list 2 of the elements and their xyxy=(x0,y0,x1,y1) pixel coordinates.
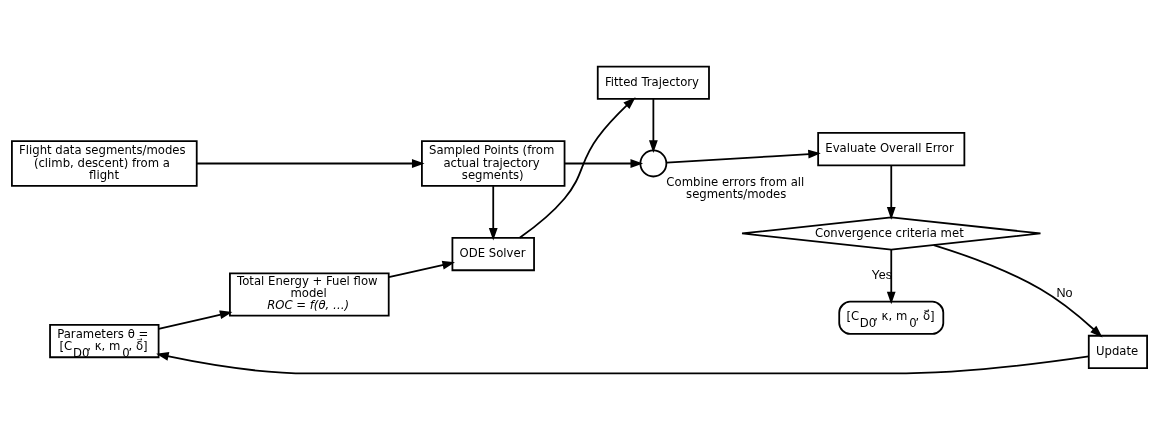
edge-label: No xyxy=(1056,285,1073,300)
node-label: Combine errors from all segments/modes xyxy=(666,174,805,201)
